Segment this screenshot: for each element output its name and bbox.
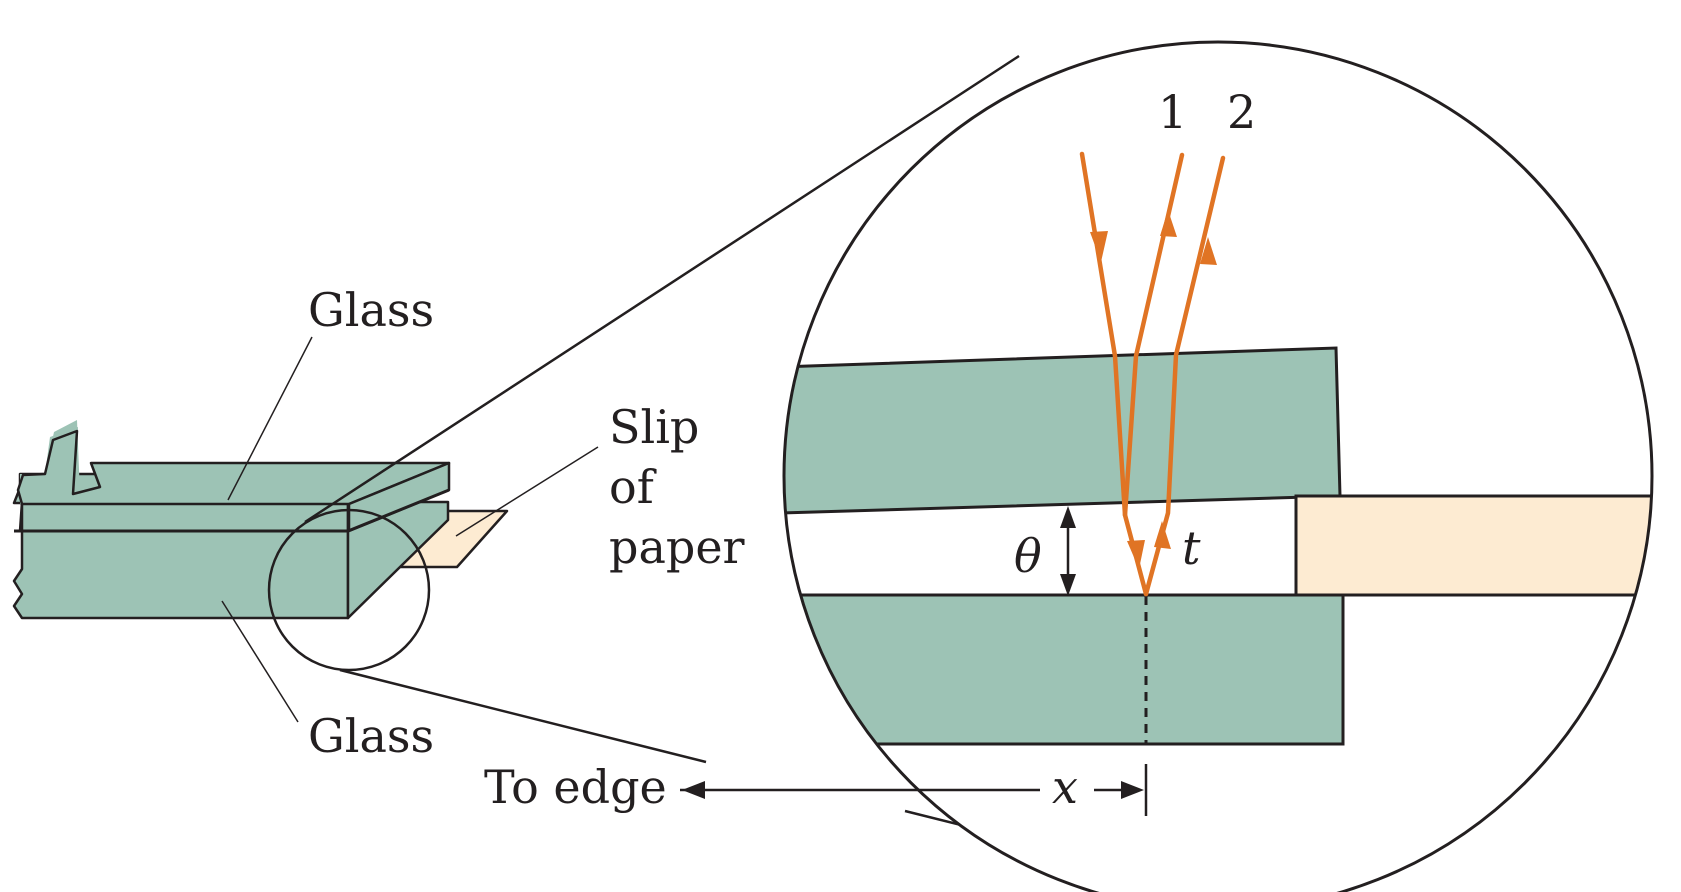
- label-to-edge: To edge: [484, 760, 667, 814]
- magnifier-small-circle: [267, 508, 431, 672]
- bottom-plate-front: [12, 500, 350, 620]
- arrowhead-gap-up: [1154, 521, 1171, 549]
- label-x: x: [1052, 760, 1078, 814]
- label-slip-line3: paper: [609, 520, 745, 574]
- thickness-arrow: [1060, 506, 1076, 596]
- label-slip-line2: of: [609, 460, 657, 514]
- x-dimension-arrow: [680, 764, 1148, 816]
- lower-glass-magnified: [784, 593, 1345, 746]
- magnifier-large-circle: [782, 40, 1654, 892]
- label-t: t: [1182, 521, 1201, 575]
- label-glass-bottom: Glass: [308, 709, 434, 763]
- leader-glass-bottom: [221, 600, 299, 723]
- magnified-view: [784, 42, 1652, 892]
- label-ray2: 2: [1227, 85, 1256, 139]
- leader-glass-top: [227, 336, 313, 501]
- arrowhead-incident: [1090, 231, 1108, 262]
- arrowhead-ray2: [1200, 237, 1217, 265]
- reflected-ray-2: [1143, 155, 1226, 597]
- arrowhead-gap-down: [1127, 540, 1145, 569]
- glass-plates-assembly: [12, 420, 509, 620]
- paper-slip-magnified: [1294, 494, 1652, 597]
- upper-glass-magnified: [784, 346, 1342, 516]
- leader-slip: [455, 446, 599, 537]
- arrowhead-ray1: [1160, 210, 1177, 237]
- plate-divider-side: [347, 488, 450, 533]
- label-glass-top: Glass: [308, 283, 434, 337]
- label-slip-line1: Slip: [609, 400, 699, 454]
- label-theta: θ: [1014, 529, 1042, 583]
- label-ray1: 1: [1158, 85, 1187, 139]
- zoom-connector-bottom: [339, 668, 707, 764]
- light-rays: [1079, 151, 1226, 597]
- zoom-connector-top: [304, 54, 1020, 524]
